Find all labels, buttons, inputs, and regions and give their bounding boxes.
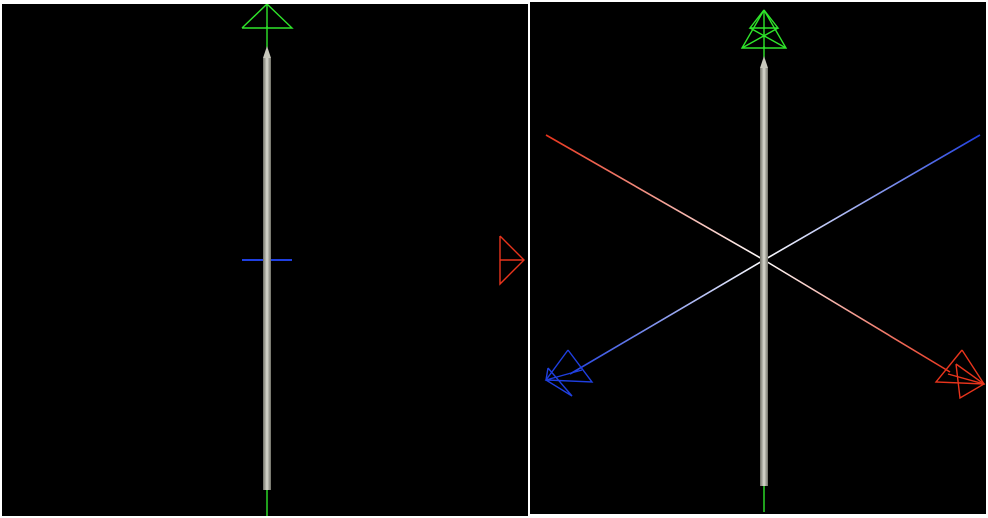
rod-body	[263, 58, 271, 490]
perspective-viewport[interactable]	[530, 2, 986, 514]
y-arrow-icon	[241, 4, 294, 29]
front-view-canvas	[8, 4, 525, 516]
perspective-view-canvas	[544, 9, 986, 512]
x-arrow-icon	[499, 235, 525, 286]
front-viewport[interactable]	[2, 4, 528, 516]
rod	[263, 46, 271, 490]
x-axis-perspective	[545, 134, 986, 400]
rod-tip	[263, 46, 271, 58]
rod-body	[760, 68, 768, 486]
y-axis	[241, 4, 294, 516]
y-arrow-icon	[740, 9, 788, 49]
z-axis-positive	[569, 259, 765, 375]
z-axis-perspective	[544, 134, 981, 397]
z-axis-negative	[763, 134, 981, 261]
x-axis-positive	[763, 259, 951, 373]
rod-tip	[760, 56, 768, 68]
rod	[760, 56, 768, 486]
z-arrow-icon	[544, 349, 594, 397]
x-axis	[8, 235, 525, 286]
x-arrow-icon	[934, 349, 986, 400]
x-axis-negative	[545, 134, 765, 261]
